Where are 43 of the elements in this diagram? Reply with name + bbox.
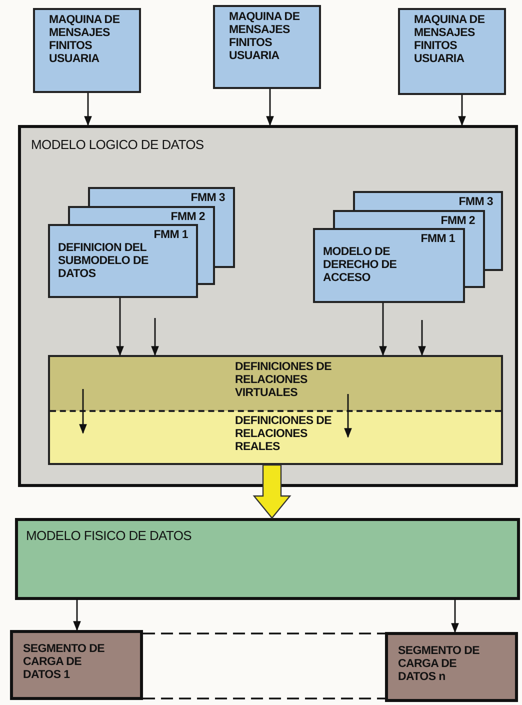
arrow xyxy=(266,89,274,126)
stacked-card xyxy=(68,206,215,225)
arrow xyxy=(73,600,81,631)
stacked-card xyxy=(333,210,485,229)
panel-title: MODELO LOGICO DE DATOS xyxy=(31,138,205,151)
arrow xyxy=(451,600,459,633)
arrow xyxy=(379,303,387,356)
block-arrow xyxy=(252,464,292,519)
stacked-card xyxy=(353,191,503,211)
node-text: MAQUINA DE MENSAJES FINITOS USUARIA xyxy=(49,14,121,66)
arrow xyxy=(151,318,159,356)
arrow xyxy=(116,298,124,356)
panel-title: MODELO FISICO DE DATOS xyxy=(26,529,193,542)
card-tag: FMM 3 xyxy=(458,196,493,209)
dashed-line xyxy=(143,632,385,634)
stacked-card xyxy=(88,187,235,207)
stacked-card xyxy=(313,228,465,303)
card-tag: FMM 1 xyxy=(420,233,455,246)
process-box xyxy=(213,5,321,89)
band xyxy=(48,355,503,465)
process-box xyxy=(398,8,506,95)
process-box xyxy=(33,8,141,93)
card-text: MODELO DE DERECHO DE ACCESO xyxy=(323,246,398,285)
dashed-line xyxy=(143,698,385,700)
card-tag: FMM 1 xyxy=(154,229,188,242)
node-text: MAQUINA DE MENSAJES FINITOS USUARIA xyxy=(229,11,301,63)
band-text: DEFINICIONES DE RELACIONES VIRTUALES xyxy=(235,361,332,400)
panel xyxy=(18,125,518,487)
node-text: SEGMENTO DE CARGA DE DATOS n xyxy=(398,645,480,684)
arrow xyxy=(418,320,426,356)
node-text: MAQUINA DE MENSAJES FINITOS USUARIA xyxy=(414,14,486,66)
node-text: SEGMENTO DE CARGA DE DATOS 1 xyxy=(23,643,106,682)
band-text: DEFINICIONES DE RELACIONES REALES xyxy=(235,415,332,454)
panel xyxy=(15,518,520,600)
stacked-card xyxy=(48,224,198,298)
card-tag: FMM 3 xyxy=(190,192,225,205)
card-text: DEFINICION DEL SUBMODELO DE DATOS xyxy=(58,242,150,281)
process-box xyxy=(10,630,143,700)
arrow xyxy=(84,93,92,126)
card-tag: FMM 2 xyxy=(170,211,205,224)
process-box xyxy=(385,632,518,702)
card-tag: FMM 2 xyxy=(440,215,475,228)
arrow xyxy=(458,95,466,126)
